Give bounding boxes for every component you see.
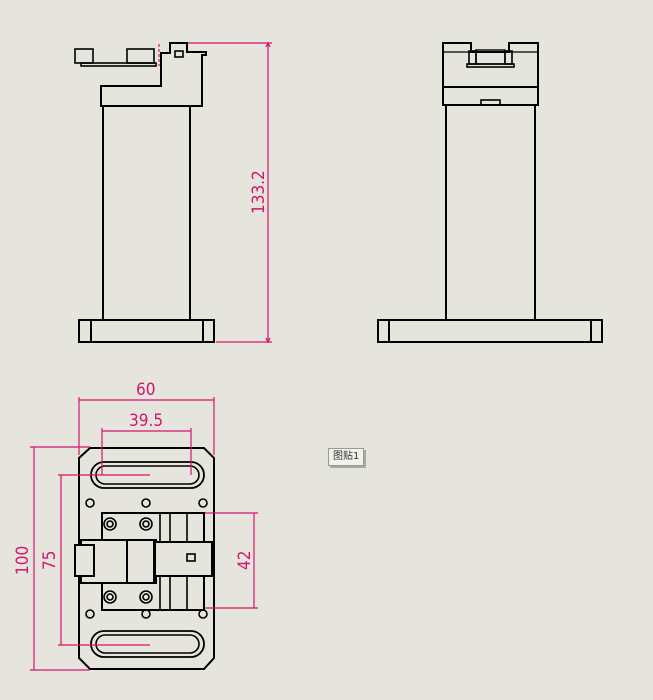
note-label[interactable]: 图贴1	[328, 448, 365, 466]
dim-text-42: 42	[235, 551, 255, 570]
top-view-dimensions[interactable]	[30, 397, 258, 671]
dim-text-height: 133.2	[249, 170, 269, 214]
front-view[interactable]	[74, 42, 215, 343]
dim-text-100: 100	[13, 546, 33, 575]
side-view[interactable]	[377, 42, 603, 343]
dim-text-60: 60	[136, 380, 155, 400]
dim-text-75: 75	[40, 551, 60, 570]
dim-text-39-5: 39.5	[129, 411, 163, 431]
dimension-height[interactable]	[158, 41, 272, 344]
top-view[interactable]	[74, 447, 215, 670]
